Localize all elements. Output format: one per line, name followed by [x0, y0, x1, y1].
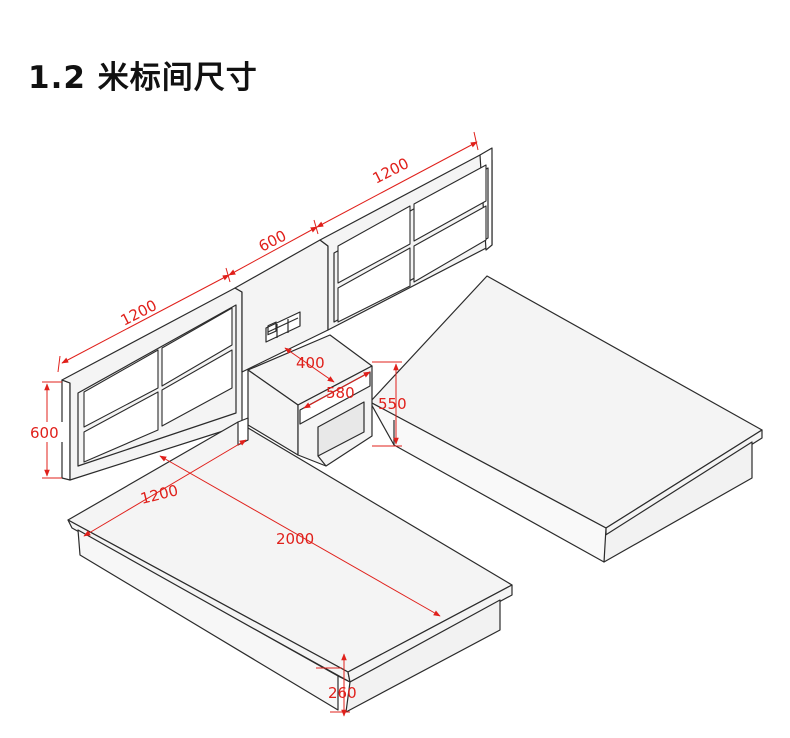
- wall-socket-icon: [265, 311, 301, 343]
- dim-bed-length-label: 2000: [276, 530, 314, 548]
- dim-nightstand-height-label: 550: [378, 395, 407, 413]
- dim-nightstand-depth-label: 580: [326, 384, 355, 402]
- dim-headboard-left-width-label: 1200: [118, 296, 160, 329]
- dim-bed-height: 260: [316, 653, 357, 717]
- dim-bed-height-label: 260: [328, 684, 357, 702]
- dim-headboard-height-label: 600: [30, 424, 59, 442]
- dim-headboard-right-width-label: 1200: [370, 154, 412, 187]
- dim-nightstand-width-label: 400: [296, 354, 325, 372]
- page-title: 1.2 米标间尺寸: [28, 60, 258, 96]
- dim-bed-length: 2000: [159, 455, 441, 617]
- dimension-annotations: 1200 600 1200 600 400: [28, 131, 479, 717]
- dim-headboard-height: 600: [28, 381, 68, 479]
- dim-nightstand-depth: 580: [303, 371, 371, 409]
- dim-nightstand-height: 550: [372, 361, 407, 447]
- bed-right: [369, 275, 763, 563]
